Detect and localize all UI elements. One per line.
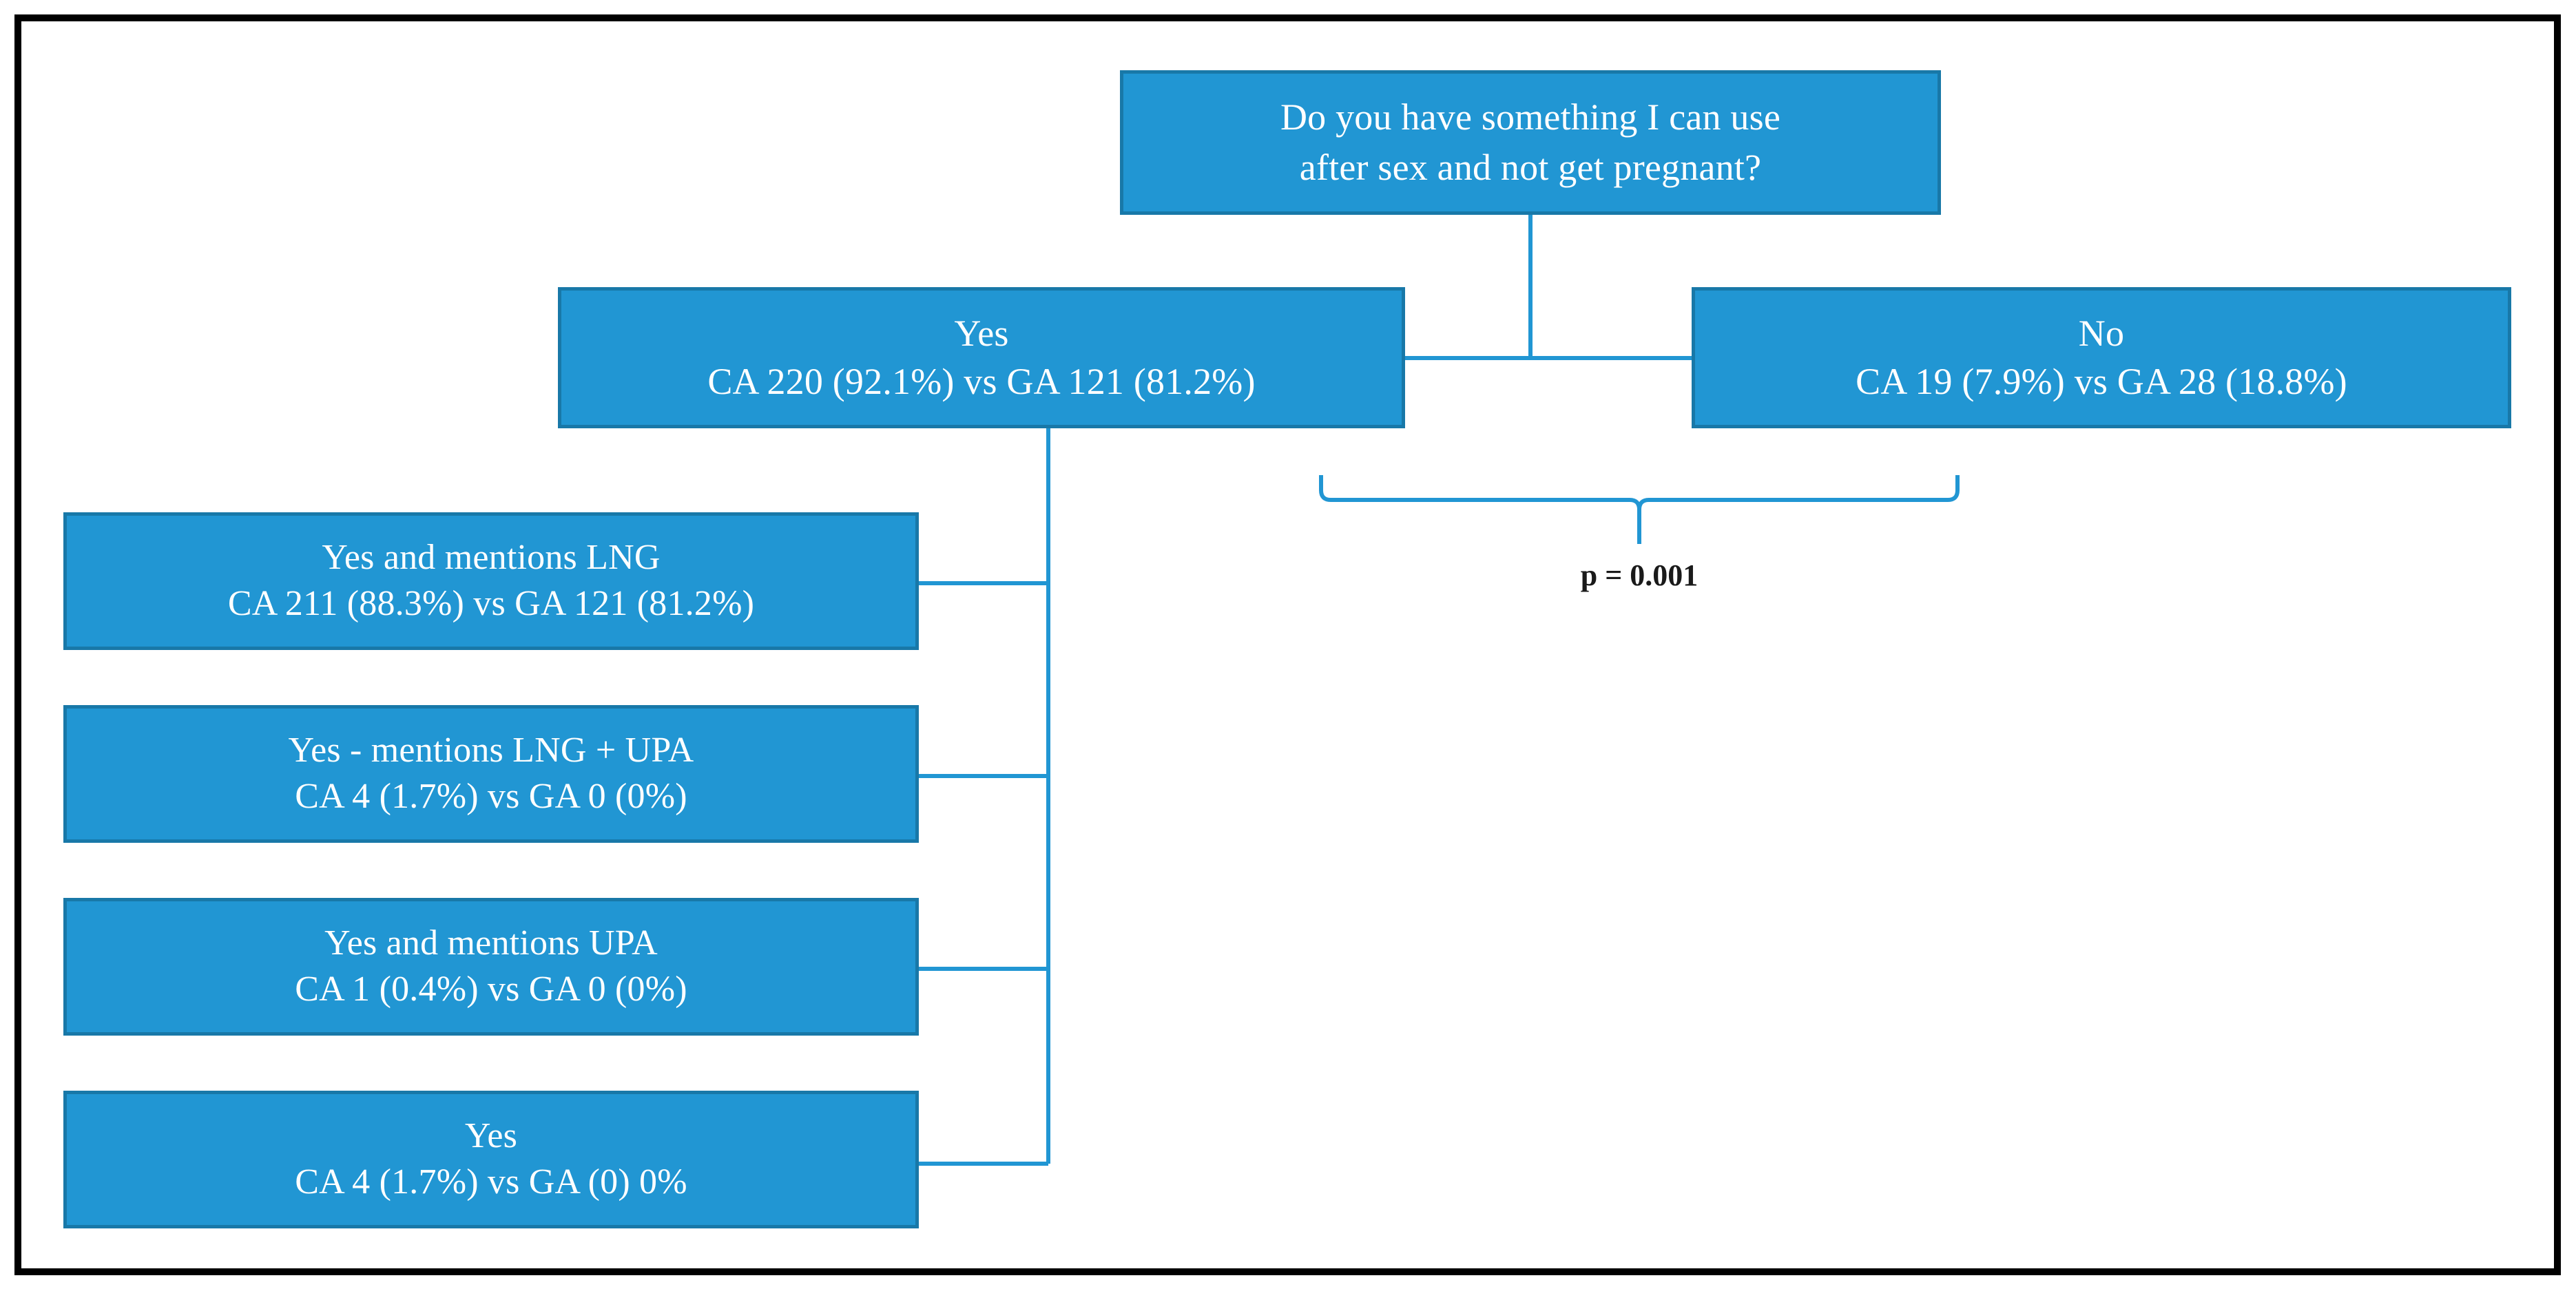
root-question-node[interactable]: Do you have something I can use after se… xyxy=(1120,70,1941,215)
sub-node-2-label: Yes and mentions UPA xyxy=(324,923,658,963)
sub-node-2-stats: CA 1 (0.4%) vs GA 0 (0%) xyxy=(295,970,687,1009)
branch-node-yes[interactable]: Yes CA 220 (92.1%) vs GA 121 (81.2%) xyxy=(558,287,1405,428)
sub-node-yes-plain[interactable]: Yes CA 4 (1.7%) vs GA (0) 0% xyxy=(63,1091,919,1228)
branch-node-no[interactable]: No CA 19 (7.9%) vs GA 28 (18.8%) xyxy=(1692,287,2511,428)
sub-node-3-stats: CA 4 (1.7%) vs GA (0) 0% xyxy=(295,1162,687,1202)
connector-pvalue-brace xyxy=(1319,475,1960,510)
branch-no-stats: CA 19 (7.9%) vs GA 28 (18.8%) xyxy=(1856,360,2347,402)
root-question-line-2: after sex and not get pregnant? xyxy=(1299,147,1762,188)
sub-node-1-label: Yes - mentions LNG + UPA xyxy=(288,731,694,771)
sub-node-0-stats: CA 211 (88.3%) vs GA 121 (81.2%) xyxy=(227,584,755,623)
sub-node-0-label: Yes and mentions LNG xyxy=(322,538,661,578)
sub-node-yes-mentions-lng-upa[interactable]: Yes - mentions LNG + UPA CA 4 (1.7%) vs … xyxy=(63,705,919,843)
branch-no-label: No xyxy=(2078,313,2125,355)
sub-node-yes-mentions-upa[interactable]: Yes and mentions UPA CA 1 (0.4%) vs GA 0… xyxy=(63,898,919,1036)
branch-yes-label: Yes xyxy=(954,313,1009,355)
p-value-annotation: p = 0.001 xyxy=(1580,558,1699,592)
sub-node-3-label: Yes xyxy=(464,1116,518,1156)
sub-node-1-stats: CA 4 (1.7%) vs GA 0 (0%) xyxy=(295,777,687,816)
branch-yes-stats: CA 220 (92.1%) vs GA 121 (81.2%) xyxy=(707,360,1256,402)
sub-node-yes-mentions-lng[interactable]: Yes and mentions LNG CA 211 (88.3%) vs G… xyxy=(63,512,919,650)
root-question-line-1: Do you have something I can use xyxy=(1280,96,1781,138)
